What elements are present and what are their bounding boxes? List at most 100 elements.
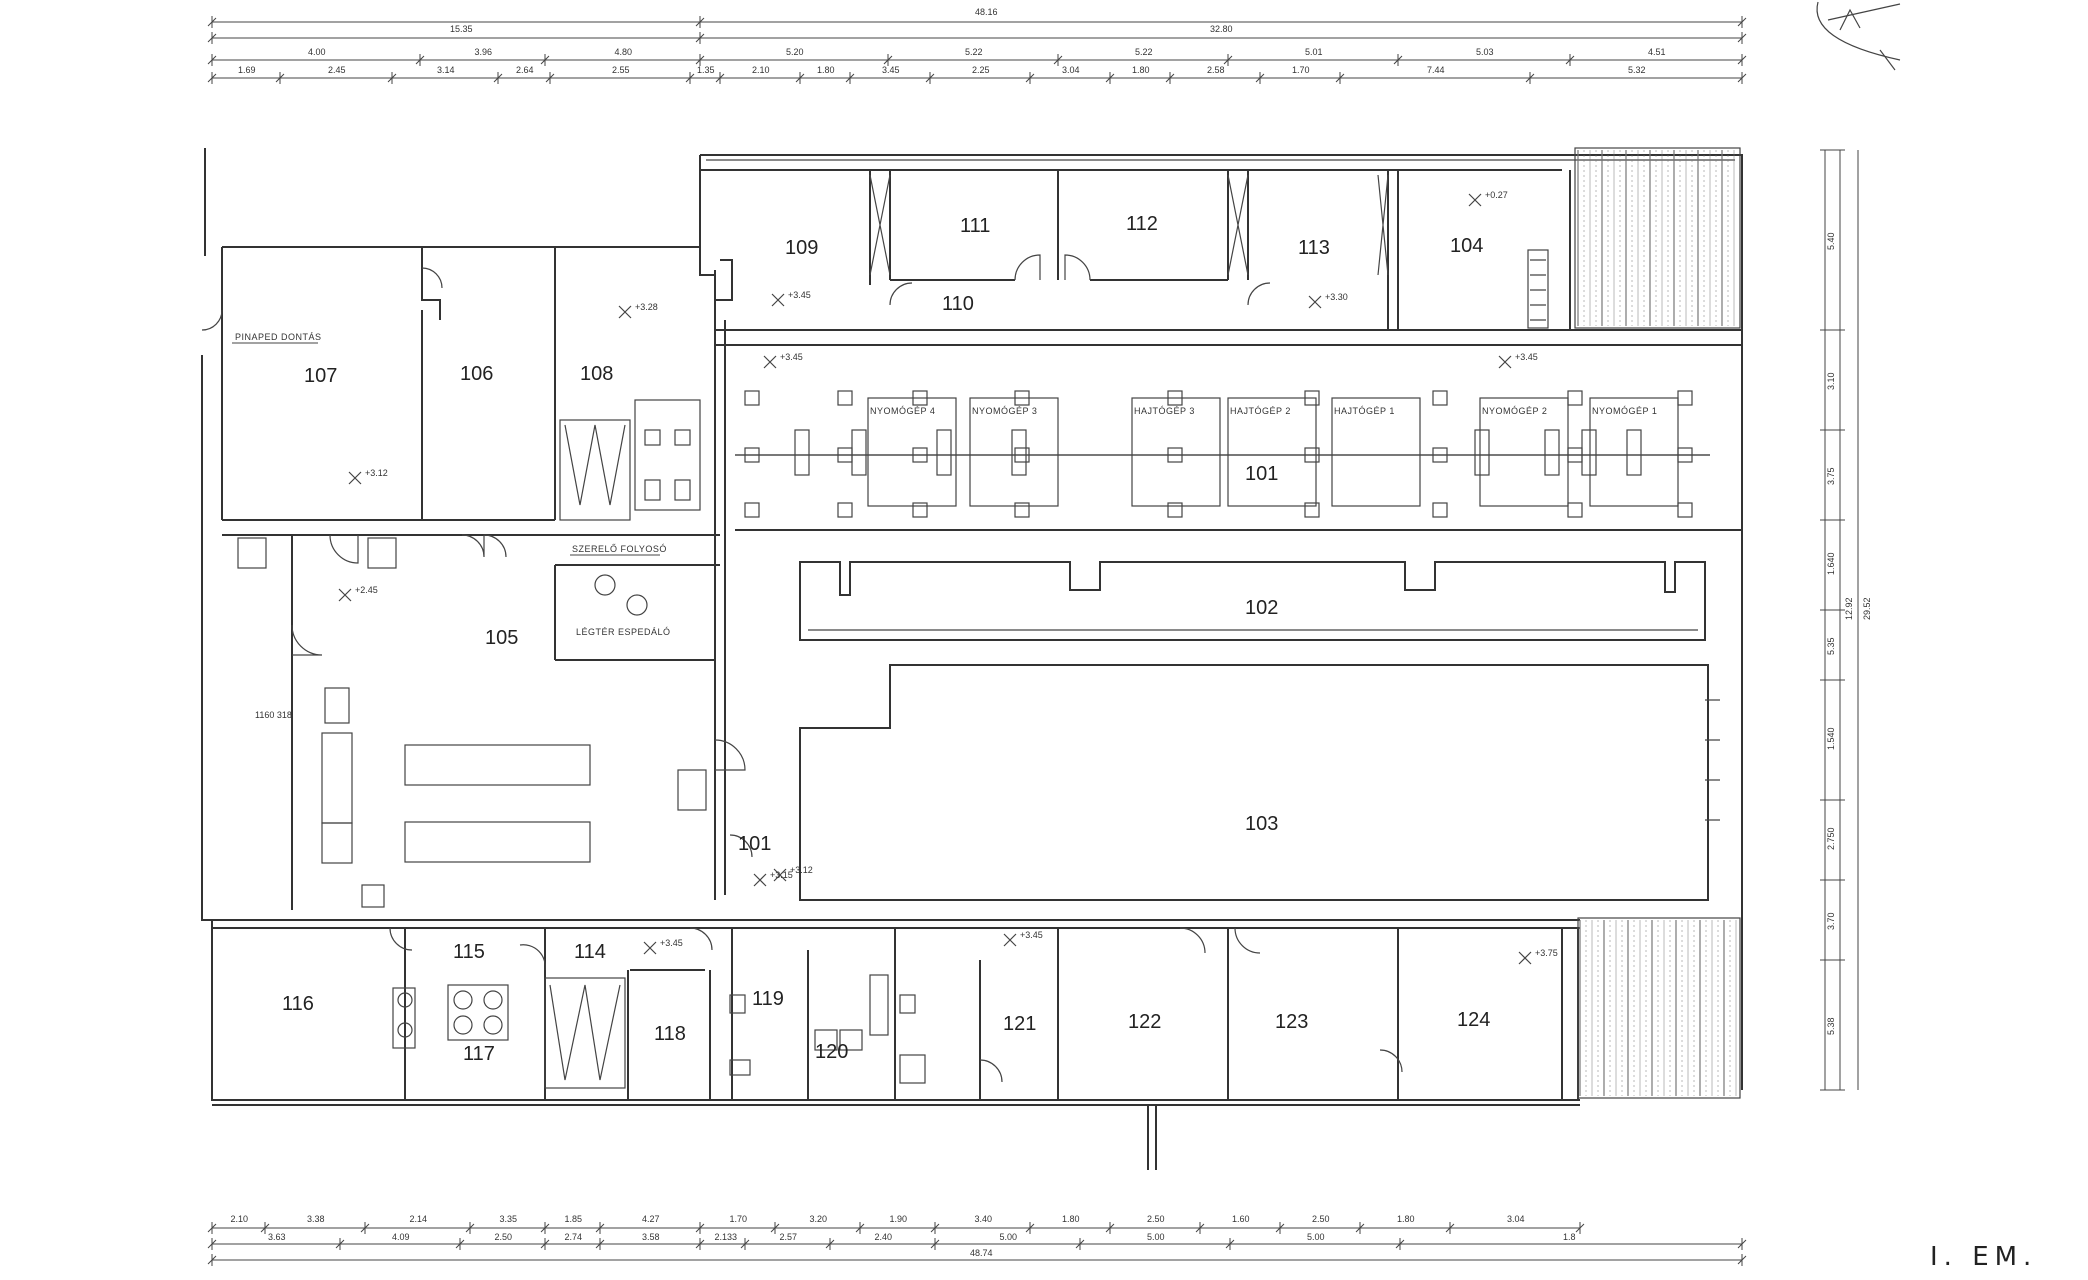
dim-right-2: 3.75 — [1826, 467, 1836, 485]
room-label-107: 107 — [304, 365, 337, 387]
sanitary-fixtures — [392, 399, 926, 1084]
dim-bottom-row1-15: 3.04 — [1507, 1214, 1525, 1224]
room-label-103: 103 — [1245, 813, 1278, 835]
dim-top-row2-7: 1.80 — [817, 65, 835, 75]
dim-top-row2-1: 2.45 — [328, 65, 346, 75]
room-label-118: 118 — [654, 1023, 686, 1045]
room-label-106: 106 — [460, 363, 493, 385]
dim-top-row2-2: 3.14 — [437, 65, 455, 75]
dim-right-seg: 12.92 — [1844, 597, 1854, 620]
room-label-117: 117 — [463, 1043, 495, 1065]
room-label-101-lower: 101 — [738, 833, 771, 855]
room-label-119: 119 — [752, 988, 784, 1010]
room-label-105: 105 — [485, 627, 518, 649]
label-legter: LÉGTÉR ESPEDÁLÓ — [576, 627, 671, 637]
room-label-120: 120 — [815, 1041, 848, 1063]
level-mark-8: +3.12 — [790, 865, 813, 875]
room-label-122: 122 — [1128, 1011, 1161, 1033]
dim-bottom-row1-9: 3.40 — [975, 1214, 993, 1224]
dim-top-row2-9: 2.25 — [972, 65, 990, 75]
level-mark-0: +3.12 — [365, 468, 388, 478]
room-label-101-upper: 101 — [1245, 463, 1278, 485]
door-swings — [201, 254, 1720, 1083]
dim-top-row2-6: 2.10 — [752, 65, 770, 75]
dim-bottom-row2-3: 2.74 — [565, 1232, 583, 1242]
dim-bottom-row1-3: 3.35 — [500, 1214, 518, 1224]
level-mark-11: +3.45 — [660, 938, 683, 948]
room-label-112: 112 — [1126, 213, 1158, 235]
dim-top-row1-5: 5.22 — [1135, 47, 1153, 57]
room-label-124: 124 — [1457, 1009, 1490, 1031]
machine-label-3: HAJTÓGÉP 2 — [1230, 406, 1291, 416]
level-mark-4: +3.45 — [1515, 352, 1538, 362]
interior-walls — [212, 169, 1742, 1100]
level-mark-5: +3.30 — [1325, 292, 1348, 302]
dim-bottom-row1-2: 2.14 — [410, 1214, 428, 1224]
label-door-tag: 1160 318 — [255, 710, 292, 720]
dim-bottom-row1-8: 1.90 — [890, 1214, 908, 1224]
dim-top-row2-0: 1.69 — [238, 65, 256, 75]
dim-bottom-row2-7: 2.40 — [875, 1232, 893, 1242]
dim-bottom-row2-0: 3.63 — [268, 1232, 286, 1242]
room-label-102: 102 — [1245, 597, 1278, 619]
level-mark-3: +2.45 — [355, 585, 378, 595]
dim-bottom-row1-0: 2.10 — [231, 1214, 249, 1224]
label-pinaped: PINAPED DONTÁS — [235, 332, 322, 342]
dim-top-row2-14: 7.44 — [1427, 65, 1445, 75]
machine-label-6: NYOMÓGÉP 1 — [1592, 406, 1657, 416]
dim-bottom-row1-13: 2.50 — [1312, 1214, 1330, 1224]
right-dimension-chain: 5.403.103.751.6405.351.5402.7503.705.38 … — [1820, 149, 1872, 1091]
label-szerelo: SZERELŐ FOLYOSÓ — [572, 544, 667, 554]
room-105-fixtures — [237, 537, 707, 908]
dim-bottom-row1-12: 1.60 — [1232, 1214, 1250, 1224]
level-mark-6: +3.45 — [788, 290, 811, 300]
dim-top-row2-10: 3.04 — [1062, 65, 1080, 75]
dim-bottom-row2-6: 2.57 — [780, 1232, 798, 1242]
dim-bottom-row2-5: 2.133 — [715, 1232, 738, 1242]
room-label-114: 114 — [574, 941, 606, 963]
dim-right-total: 29.52 — [1862, 597, 1872, 620]
room-label-121: 121 — [1003, 1013, 1036, 1035]
room-label-116: 116 — [282, 993, 314, 1015]
dim-top-row1-6: 5.01 — [1305, 47, 1323, 57]
room-label-113: 113 — [1298, 237, 1330, 259]
dim-bottom-row2-9: 5.00 — [1147, 1232, 1165, 1242]
machine-label-2: HAJTÓGÉP 3 — [1134, 406, 1195, 416]
dim-top-row1-2: 4.80 — [615, 47, 633, 57]
dim-top-row2-5: 1.35 — [697, 65, 715, 75]
dim-bottom-row2-2: 2.50 — [495, 1232, 513, 1242]
hatched-stair-top-right — [1574, 147, 1741, 329]
dim-bottom-row2-11: 1.8 — [1563, 1232, 1576, 1242]
machine-label-5: NYOMÓGÉP 2 — [1482, 406, 1547, 416]
dim-top-row1-3: 5.20 — [786, 47, 804, 57]
dim-bottom-row1-10: 1.80 — [1062, 1214, 1080, 1224]
dim-bottom-row1-14: 1.80 — [1397, 1214, 1415, 1224]
dim-top-total: 48.16 — [975, 7, 998, 17]
dim-top-row1-0: 4.00 — [308, 47, 326, 57]
dim-right-3: 1.640 — [1826, 552, 1836, 575]
dim-top-row2-3: 2.64 — [516, 65, 534, 75]
level-mark-9: +3.15 — [770, 870, 793, 880]
level-mark-7: +0.27 — [1485, 190, 1508, 200]
dim-top-row2-11: 1.80 — [1132, 65, 1150, 75]
machine-label-4: HAJTÓGÉP 1 — [1334, 406, 1395, 416]
dim-right-0: 5.40 — [1826, 232, 1836, 250]
dim-right-4: 5.35 — [1826, 637, 1836, 655]
dim-bottom-row1-4: 1.85 — [565, 1214, 583, 1224]
dim-bottom-row1-7: 3.20 — [810, 1214, 828, 1224]
machine-label-1: NYOMÓGÉP 3 — [972, 406, 1037, 416]
machine-bays — [735, 390, 1710, 518]
dim-bottom-row2-10: 5.00 — [1307, 1232, 1325, 1242]
dim-top-row2-12: 2.58 — [1207, 65, 1225, 75]
dim-right-6: 2.750 — [1826, 827, 1836, 850]
dim-bottom-row1-11: 2.50 — [1147, 1214, 1165, 1224]
dim-top-row1-4: 5.22 — [965, 47, 983, 57]
room-label-123: 123 — [1275, 1011, 1308, 1033]
level-mark-12: +3.75 — [1535, 948, 1558, 958]
dim-bottom-total: 48.74 — [970, 1248, 993, 1258]
level-mark-1: +3.28 — [635, 302, 658, 312]
dim-top-row2-8: 3.45 — [882, 65, 900, 75]
